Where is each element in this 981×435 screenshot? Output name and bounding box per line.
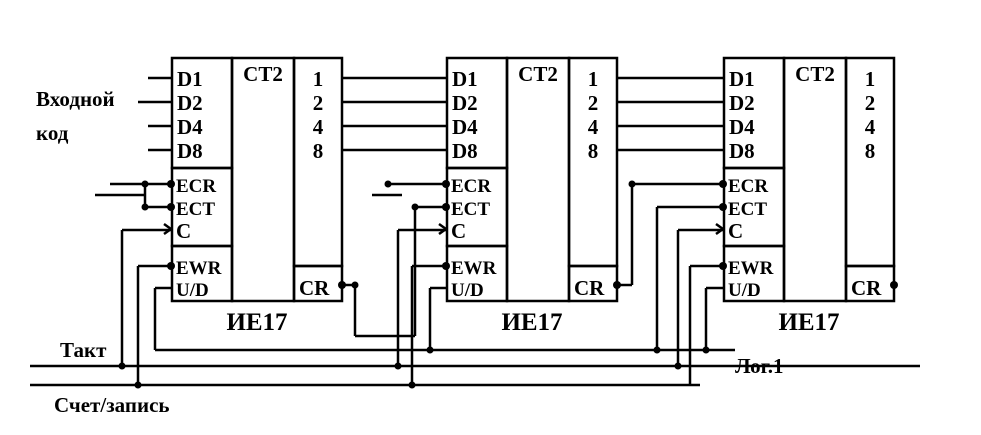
input-pin-label: D1	[729, 67, 755, 91]
carry-pin-label: CR	[299, 276, 330, 300]
count-load-label: Счет/запись	[54, 393, 170, 417]
output-pin-label: 2	[588, 91, 599, 115]
junction-dot	[628, 180, 636, 188]
junction-dot	[118, 362, 126, 370]
output-pin-label: 2	[313, 91, 324, 115]
control-pin-label: ECT	[176, 199, 215, 220]
control-pin-label: U/D	[451, 280, 484, 301]
pin-bubble	[167, 262, 175, 270]
output-pin-label: 4	[865, 115, 876, 139]
control-pin-label: ECR	[728, 176, 768, 197]
input-pin-label: D4	[729, 115, 755, 139]
chip-type-label: СТ2	[243, 62, 283, 86]
output-pin-label: 1	[313, 67, 324, 91]
input-pin-label: D2	[729, 91, 755, 115]
input-pin-label: D2	[177, 91, 203, 115]
input-code-label-line1: Входной	[36, 87, 115, 111]
carry-pin-label: CR	[851, 276, 882, 300]
control-pin-label: C	[451, 219, 466, 243]
pin-bubble	[890, 281, 898, 289]
output-pin-label: 4	[313, 115, 324, 139]
junction-dots	[118, 180, 898, 389]
pin-bubble	[442, 262, 450, 270]
control-pin-label: EWR	[176, 258, 222, 279]
output-pin-label: 1	[588, 67, 599, 91]
control-pin-label: C	[728, 219, 743, 243]
pin-bubble	[338, 281, 346, 289]
junction-dot	[674, 362, 682, 370]
junction-dot	[426, 346, 434, 354]
pin-bubble	[167, 180, 175, 188]
chip-body	[505, 56, 571, 303]
control-pin-label: ECR	[176, 176, 216, 197]
control-pin-label: EWR	[728, 258, 774, 279]
output-pin-label: 8	[865, 139, 876, 163]
junction-dot	[408, 381, 416, 389]
output-pin-label: 8	[313, 139, 324, 163]
input-pin-label: D1	[177, 67, 203, 91]
logic-one-label: Лог.1	[735, 354, 784, 378]
control-pin-label: EWR	[451, 258, 497, 279]
output-pin-label: 8	[588, 139, 599, 163]
chip-name-label: ИЕ17	[226, 309, 287, 336]
pin-bubble	[167, 203, 175, 211]
pin-bubble	[442, 203, 450, 211]
output-pin-label: 2	[865, 91, 876, 115]
junction-dot	[653, 346, 661, 354]
junction-dot	[141, 180, 149, 188]
junction-dot	[134, 381, 142, 389]
chip-body	[230, 56, 296, 303]
junction-dot	[702, 346, 710, 354]
junction-dot	[613, 281, 621, 289]
input-pin-label: D1	[452, 67, 478, 91]
pin-bubble	[719, 262, 727, 270]
control-pin-label: ECR	[451, 176, 491, 197]
pin-bubble	[442, 180, 450, 188]
input-pin-label: D2	[452, 91, 478, 115]
input-pin-label: D4	[177, 115, 203, 139]
junction-dot	[411, 203, 419, 211]
chip-name-label: ИЕ17	[778, 309, 839, 336]
control-pin-label: U/D	[728, 280, 761, 301]
counter-chip	[445, 56, 619, 303]
junction-dot	[141, 203, 149, 211]
input-pin-label: D8	[452, 139, 478, 163]
control-pin-label: ECT	[451, 199, 490, 220]
input-pin-label: D4	[452, 115, 478, 139]
wiring	[30, 76, 920, 387]
clock-label: Такт	[60, 338, 107, 362]
junction-dot	[394, 362, 402, 370]
junction-dot	[384, 180, 392, 188]
input-code-label-line2: код	[36, 121, 69, 145]
junction-dot	[351, 281, 359, 289]
pin-bubble	[719, 180, 727, 188]
output-pin-label: 4	[588, 115, 599, 139]
pin-bubble	[719, 203, 727, 211]
counter-chip	[722, 56, 896, 303]
output-pin-label: 1	[865, 67, 876, 91]
chip-body	[782, 56, 848, 303]
input-pin-label: D8	[729, 139, 755, 163]
input-pin-label: D8	[177, 139, 203, 163]
chip-type-label: СТ2	[518, 62, 558, 86]
carry-pin-label: CR	[574, 276, 605, 300]
control-pin-label: ECT	[728, 199, 767, 220]
chip-type-label: СТ2	[795, 62, 835, 86]
control-pin-label: U/D	[176, 280, 209, 301]
chip-name-label: ИЕ17	[501, 309, 562, 336]
control-pin-label: C	[176, 219, 191, 243]
